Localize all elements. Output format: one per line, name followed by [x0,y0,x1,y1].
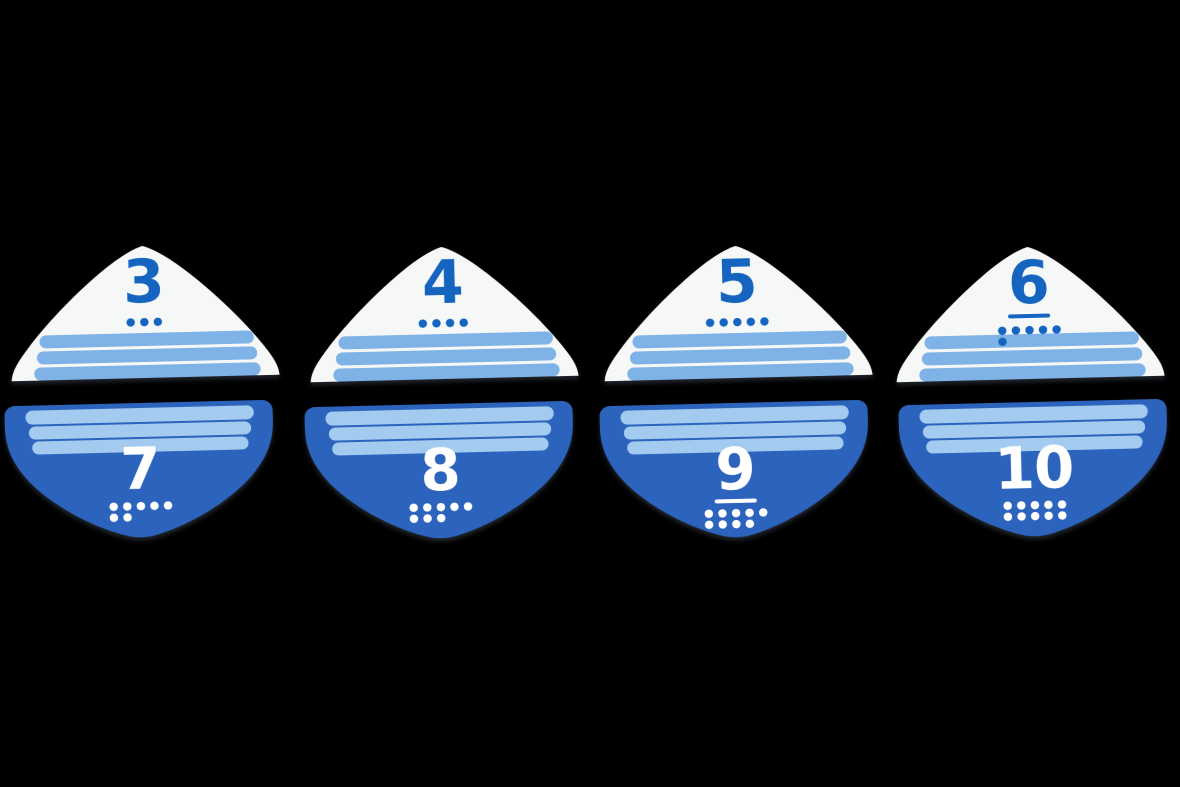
pip-row: ●●● [408,510,451,525]
card-shape [11,246,280,382]
card-number: 9 [714,434,756,504]
card-shape [599,400,868,538]
pip-dots: ●●●●● ●●●● [704,505,772,531]
pip-dots: ●●●● [418,315,473,329]
pip-row: ●●●● [417,315,473,330]
stack-stripes [919,331,1146,382]
card-number: 3 [122,246,165,318]
pip-dots: ●●●●● ● [997,322,1065,348]
card-number: 8 [419,435,461,505]
card-8[interactable]: 8 ●●●●● ●●● [303,400,576,544]
card-number: 6 [1007,247,1050,319]
card-6[interactable]: 6 ●●●●● ● [892,242,1165,383]
card-face-content: 9 ●●●●● ●●●● [598,399,871,543]
card-3[interactable]: 3 ●●● [7,241,280,382]
pip-dots: ●●● [126,314,167,328]
card-shape [310,247,579,383]
stack-stripes [34,330,261,381]
stack-stripes [333,331,560,382]
card-shape [898,399,1167,537]
pip-dots: ●●●●● ●●● [408,499,477,525]
number-underline [1008,313,1051,319]
pip-row: ●● [108,510,137,524]
card-number: 4 [421,247,464,319]
card-face-content: 10 ●●●●● ●●●●● [897,398,1170,542]
card-face-content: 7 ●●●●● ●● [3,399,276,543]
card-face-content: 5 ●●●●● [600,241,873,382]
card-number: 5 [715,246,758,318]
stack-stripes [627,330,854,381]
card-number: 7 [119,434,161,504]
pip-dots: ●●●●● ●●●●● [1002,497,1072,523]
pip-row: ●●●●● [1002,508,1072,523]
card-face-content: 4 ●●●● [306,242,579,383]
card-7[interactable]: 7 ●●●●● ●● [3,399,276,543]
card-face-content: 8 ●●●●● ●●● [303,400,576,544]
stack-stripes [325,406,554,456]
pip-row: ●●●●● [705,314,774,329]
card-4[interactable]: 4 ●●●● [306,242,579,383]
stack-stripes [620,405,849,455]
pip-dots: ●●●●● ●● [108,498,177,524]
stack-stripes [919,404,1148,454]
pip-row: ●●●● [704,516,759,531]
stack-stripes [25,405,254,455]
pip-dots: ●●●●● [705,314,773,329]
number-underline [714,498,757,504]
card-9[interactable]: 9 ●●●●● ●●●● [598,399,871,543]
card-10[interactable]: 10 ●●●●● ●●●●● [897,398,1170,542]
card-face-content: 3 ●●● [7,241,280,382]
card-face-content: 6 ●●●●● ● [892,242,1165,383]
card-shape [604,246,873,382]
pip-row: ●●● [125,314,167,329]
card-5[interactable]: 5 ●●●●● [600,241,873,382]
card-number: 10 [993,433,1075,503]
card-shape [4,400,273,538]
card-shape [304,401,573,539]
pip-row: ● [997,334,1012,348]
